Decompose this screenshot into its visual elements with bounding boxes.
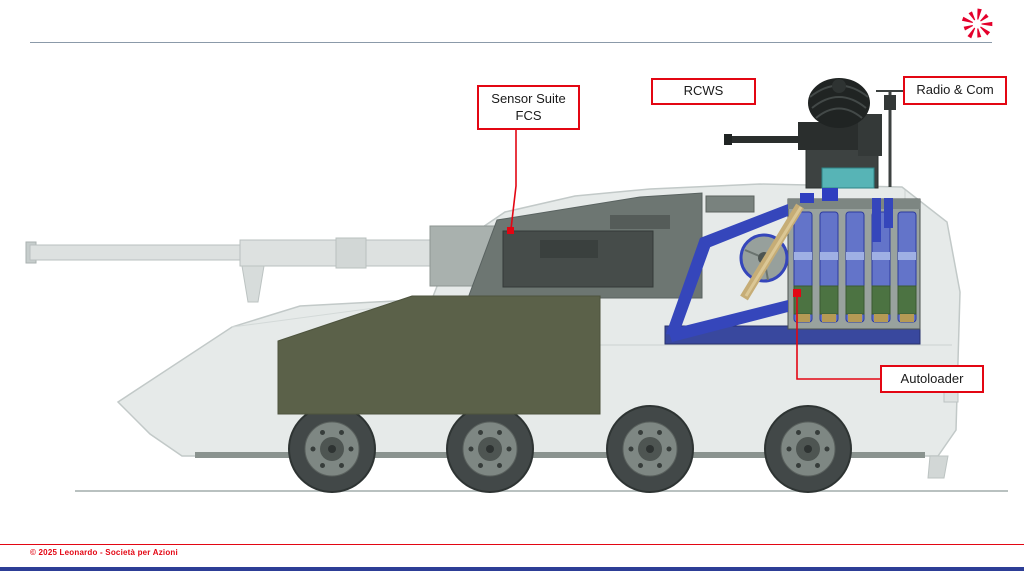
ammo-rounds xyxy=(793,211,917,323)
callout-rcws: RCWS xyxy=(651,78,756,105)
wheel xyxy=(764,405,852,493)
wheel xyxy=(446,405,534,493)
callout-autoloader: Autoloader xyxy=(880,365,984,393)
footer-divider xyxy=(0,544,1024,545)
ammo-belt-coil xyxy=(808,78,870,128)
wheels xyxy=(288,405,852,493)
wheel xyxy=(606,405,694,493)
footer-accent-bar xyxy=(0,567,1024,571)
callout-sensor-suite-line2: FCS xyxy=(515,107,542,123)
callout-sensor-suite-fcs: Sensor Suite FCS xyxy=(477,85,580,130)
leonardo-rays xyxy=(961,8,993,39)
wheel xyxy=(288,405,376,493)
mg-barrel xyxy=(731,136,801,143)
leonardo-logo-icon xyxy=(958,6,996,42)
header-divider xyxy=(30,42,992,43)
roof-hatch xyxy=(705,195,755,213)
antenna-mast xyxy=(876,90,904,187)
callout-rcws-label: RCWS xyxy=(683,83,724,99)
stowage-box xyxy=(277,295,601,415)
optics-box xyxy=(821,167,875,189)
footer-copyright: © 2025 Leonardo - Società per Azioni xyxy=(30,548,178,557)
callout-autoloader-label: Autoloader xyxy=(900,370,964,386)
callout-sensor-suite-line1: Sensor Suite xyxy=(491,90,566,106)
callout-radio-com-label: Radio & Com xyxy=(916,82,994,98)
autoloader-frame xyxy=(666,193,893,342)
rcws-assembly xyxy=(724,78,904,201)
gun-barrel xyxy=(25,225,507,303)
underbody xyxy=(195,452,925,458)
autoloader-assembly xyxy=(664,193,921,345)
turret-cutaway xyxy=(467,192,755,299)
callout-radio-com: Radio & Com xyxy=(903,76,1007,105)
gun-breech xyxy=(502,230,654,288)
